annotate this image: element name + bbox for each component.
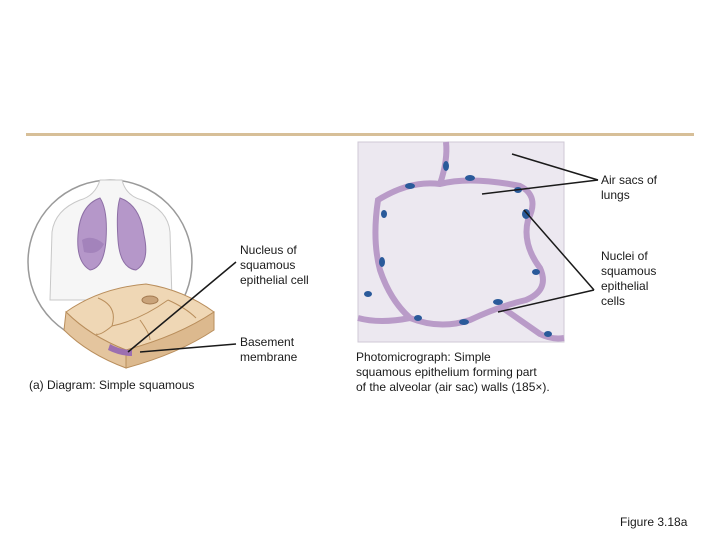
leader-lines [127, 153, 599, 353]
tissue-front-right [125, 311, 215, 369]
caption-photomicrograph: Photomicrograph: Simple squamous epithel… [356, 350, 550, 394]
right-lung [116, 197, 147, 271]
photomicrograph [357, 141, 565, 343]
lung-lobe [82, 237, 104, 253]
label-nucleus-cell: Nucleus of squamous epithelial cell [240, 243, 309, 287]
basement-membrane [108, 344, 132, 356]
torso-outline [49, 179, 173, 301]
wall-branch-bottom [498, 303, 565, 342]
photo-frame [357, 141, 565, 343]
cell-borders [95, 297, 197, 341]
leader-basement-membrane [139, 343, 237, 353]
label-air-sacs: Air sacs of lungs [601, 173, 658, 202]
leader-nucleus-cell [127, 261, 237, 353]
tissue-block [63, 283, 215, 369]
leader-nuclei-2 [497, 289, 595, 313]
label-basement-membrane: Basement membrane [240, 335, 298, 364]
cell-nucleus [141, 295, 159, 305]
leader-nuclei-1 [523, 209, 595, 291]
leader-air-sacs-2 [481, 179, 599, 195]
wall-branch-left [357, 315, 411, 324]
header-divider [26, 133, 694, 136]
alveolar-wall [372, 177, 546, 328]
caption-diagram: (a) Diagram: Simple squamous [29, 378, 195, 392]
label-nuclei-cells: Nuclei of squamous epithelial cells [601, 249, 657, 308]
figure-number: Figure 3.18a [620, 515, 688, 529]
leader-air-sacs-1 [511, 153, 599, 181]
nuclei-group [364, 161, 552, 337]
